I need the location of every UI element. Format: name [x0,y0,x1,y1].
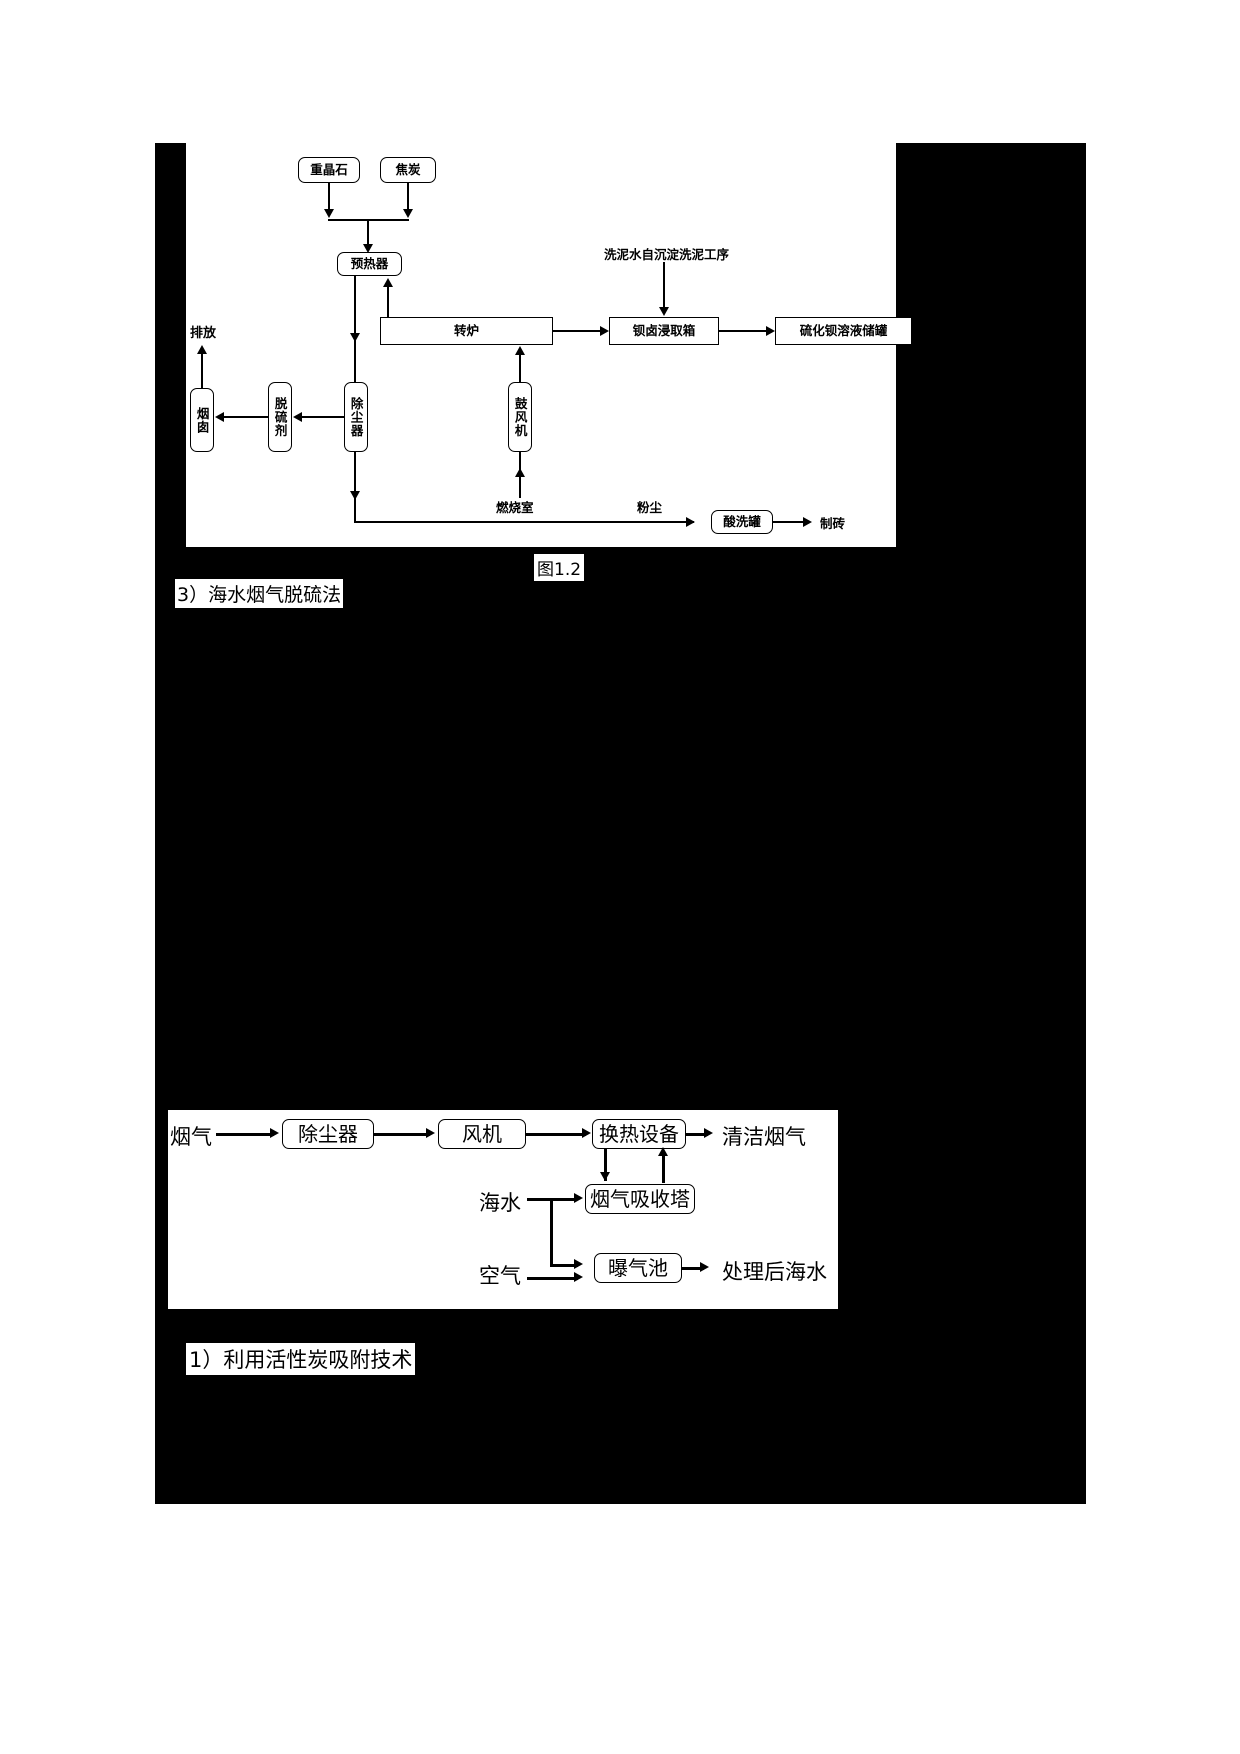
node-chimney: 烟囱 [190,388,214,452]
edge-blower-up [519,352,521,382]
arrow-seawater-to-aeration [574,1259,583,1269]
node-aeration-basin: 曝气池 [594,1253,682,1283]
node-barium-leach-tank: 钡卤浸取箱 [609,317,719,345]
edge-fluegas-to-dust [216,1133,274,1136]
arrow-bottom-to-acid [686,517,695,527]
arrow-leach-to-storage [766,326,775,336]
redaction-block-left-2 [155,1109,168,1309]
arrow-preheater-down [350,333,360,342]
edge-acid-to-brick [773,521,806,523]
redaction-block-lower [155,1109,1086,1110]
label-brick-making: 制砖 [820,516,846,531]
edge-dust-to-fan [374,1133,430,1136]
node-acid-wash-tank: 酸洗罐 [711,510,773,534]
node-fan: 风机 [438,1119,526,1149]
arrow-coke-down [403,209,413,218]
arrow-washwater-down [659,307,669,316]
edge-seawater-branch-to-aeration [550,1264,578,1267]
arrow-tower-up-to-heat [658,1147,668,1156]
edge-heat-down-to-tower [604,1149,607,1181]
node-rotary-kiln: 转炉 [380,317,553,345]
arrow-desulf-to-chimney [215,412,224,422]
redaction-block-mid [155,547,1086,1109]
diagram1-canvas [186,143,896,547]
label-air: 空气 [479,1264,521,1288]
edge-barite-down [328,183,330,211]
edge-fan-to-heat [526,1133,586,1136]
node-barium-sulfide-storage: 硫化钡溶液储罐 [775,317,912,345]
figure-caption: 图1.2 [534,554,585,581]
arrow-kiln-to-preheater [383,278,393,287]
arrow-dust-down [350,491,360,500]
arrow-into-preheater [363,244,373,253]
label-treated-seawater: 处理后海水 [722,1260,827,1284]
arrow-heat-to-clean [704,1128,713,1138]
arrow-acid-to-brick [803,517,812,527]
arrow-seawater-to-tower [574,1193,583,1203]
label-clean-flue-gas: 清洁烟气 [722,1125,806,1149]
arrow-fluegas-to-dust [270,1128,279,1138]
edge-leach-to-storage [719,330,768,332]
edge-dust-to-desulf [300,416,344,418]
edge-dust-down [354,452,356,522]
node-dust-collector-2: 除尘器 [282,1119,374,1149]
edge-kiln-to-preheater [387,286,389,318]
redaction-block-top-right [896,143,1086,547]
label-emission: 排放 [190,326,217,341]
label-wash-water: 洗泥水自沉淀洗泥工序 [604,247,730,262]
edge-washwater-down [663,262,665,309]
node-blower: 鼓风机 [508,382,532,452]
edge-seawater-branch-down [550,1198,553,1266]
node-dust-collector-1: 除尘器 [344,382,368,452]
edge-desulf-to-chimney [222,416,268,418]
arrow-fan-to-heat [582,1128,591,1138]
edge-chimney-up [201,350,203,390]
arrow-barite-down [324,209,334,218]
arrow-dust-to-desulf [293,412,302,422]
arrow-kiln-to-leach [600,326,609,336]
arrow-combustion-up [515,468,525,477]
heading-seawater-desulfurization: 3）海水烟气脱硫法 [175,579,344,608]
edge-merge-down [367,219,369,246]
label-flue-gas: 烟气 [170,1125,212,1149]
edge-coke-down [407,183,409,211]
node-preheater: 预热器 [337,252,402,276]
redaction-block-right-2 [838,1109,1086,1309]
node-barite: 重晶石 [298,157,360,183]
label-seawater: 海水 [479,1191,521,1215]
edge-bottom-recycle [354,521,694,523]
node-heat-exchanger: 换热设备 [592,1119,686,1149]
arrow-dust-to-fan [426,1128,435,1138]
label-dust: 粉尘 [637,500,663,515]
edge-kiln-to-leach [553,330,602,332]
arrow-aeration-to-treated [700,1262,709,1272]
arrow-heat-down-to-tower [600,1172,610,1181]
node-desulfurizer: 脱硫剂 [268,382,292,452]
arrow-air-to-aeration [574,1272,583,1282]
node-coke: 焦炭 [380,157,436,183]
edge-tower-up-to-heat [662,1152,665,1183]
label-combustion-chamber: 燃烧室 [496,500,534,515]
arrow-emission-up [197,345,207,354]
edge-aeration-to-treated [682,1267,704,1270]
heading-activated-carbon: 1）利用活性炭吸附技术 [186,1343,416,1375]
arrow-blower-up [515,346,525,355]
edge-air-to-aeration [527,1277,578,1280]
redaction-block-bottom [155,1309,1086,1504]
edge-heat-to-clean [686,1133,708,1136]
redaction-block-top-left [155,143,186,547]
node-absorption-tower: 烟气吸收塔 [585,1184,695,1214]
